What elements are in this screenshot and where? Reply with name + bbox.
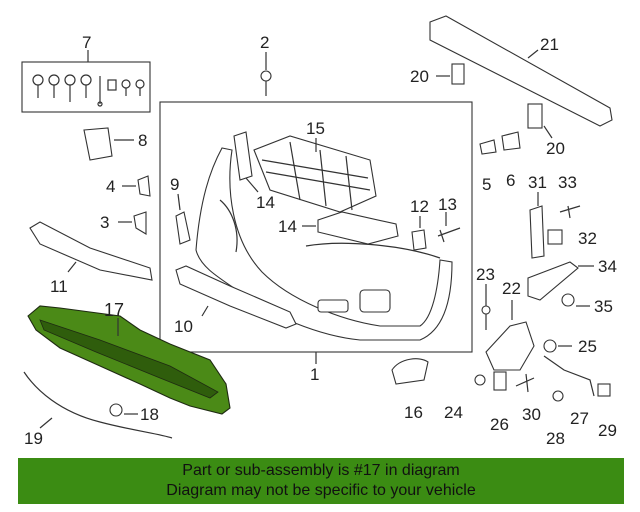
callout-5: 5 [482,175,491,194]
bolt-35 [561,293,575,307]
clip-part-8 [83,127,113,161]
callout-4: 4 [106,177,115,196]
callout-17: 17 [104,300,124,320]
callout-13: 13 [438,195,457,214]
shield-17-rib [39,319,219,399]
callout-19: 19 [24,429,43,448]
callout-25: 25 [578,337,597,356]
callout-14-center: 14 [278,217,297,236]
callout-32: 32 [578,229,597,248]
callout-30: 30 [522,405,541,424]
trim-strip-11 [29,221,153,281]
reinforcement-bar-21 [429,15,613,127]
callout-33: 33 [558,173,577,192]
bracket-20-upper [451,63,465,85]
clip-25 [543,339,557,353]
callout-1: 1 [310,365,319,384]
grille-15 [253,135,377,213]
callout-29: 29 [598,421,617,440]
bolt-18 [109,403,123,417]
callout-6: 6 [506,171,515,190]
clip-part-5 [479,139,497,155]
clip-29 [597,383,611,397]
callout-16: 16 [404,403,423,422]
callout-35: 35 [594,297,613,316]
clip-part-6 [501,131,521,151]
callout-3: 3 [100,213,109,232]
callout-14-left: 14 [256,193,275,212]
info-banner: Part or sub-assembly is #17 in diagram D… [18,458,624,504]
clip-part-3 [133,211,147,235]
bracket-20-lower [527,103,543,129]
cover-16 [391,358,429,385]
callout-12: 12 [410,197,429,216]
bracket-31 [529,205,545,259]
bolt-part-2 [260,52,272,96]
part-9 [175,211,191,245]
nut-24 [474,374,486,386]
callout-11: 11 [50,277,68,296]
callout-34: 34 [598,257,617,276]
nut-32 [547,229,563,245]
bolt-28 [552,390,564,402]
callout-15: 15 [306,119,325,138]
banner-line-1: Part or sub-assembly is #17 in diagram [182,462,460,479]
bracket-34 [527,261,579,301]
bolt-23 [481,305,491,315]
absorber-10 [175,265,297,329]
bracket-22 [485,321,535,371]
callout-22: 22 [502,279,521,298]
callout-8: 8 [138,131,147,150]
bracket-14-left [233,131,253,181]
parts-diagram: 1 2 3 4 5 6 7 8 9 10 11 12 13 14 14 15 1… [21,15,617,448]
callout-20-upper: 20 [410,67,429,86]
callout-24: 24 [444,403,463,422]
bracket-14-center [317,211,399,245]
callout-9: 9 [170,175,179,194]
banner-line-2: Diagram may not be specific to your vehi… [166,482,476,499]
callout-21: 21 [540,35,559,54]
trim-19 [23,371,173,439]
callout-18: 18 [140,405,159,424]
callout-10: 10 [174,317,193,336]
callout-28: 28 [546,429,565,448]
callout-31: 31 [528,173,547,192]
clip-part-4 [137,175,151,197]
callout-27: 27 [570,409,589,428]
part-12 [411,229,427,251]
callout-2: 2 [260,33,269,52]
callout-7: 7 [82,33,91,52]
bracket-26 [493,371,507,391]
fog-light-opening [359,289,391,313]
callout-20-lower: 20 [546,139,565,158]
callout-26: 26 [490,415,509,434]
callout-23: 23 [476,265,495,284]
lower-grille-opening [317,299,349,313]
fastener-kit-group [21,50,151,113]
